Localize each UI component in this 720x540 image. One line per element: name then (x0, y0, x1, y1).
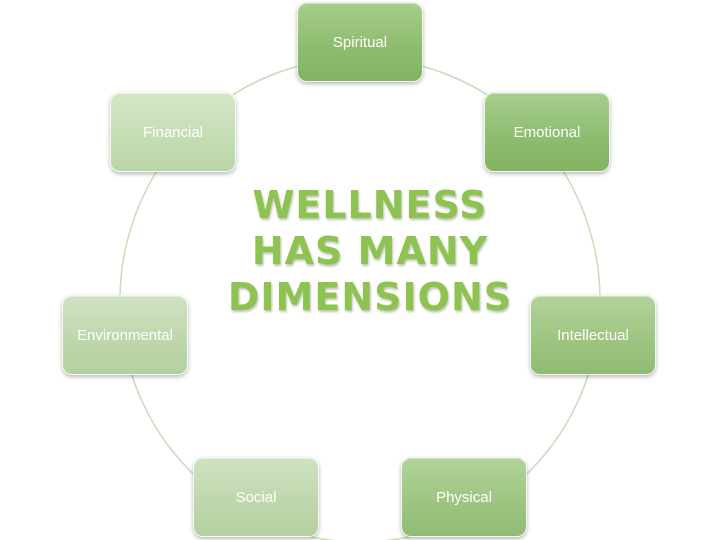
node-spiritual: Spiritual (297, 2, 423, 82)
node-emotional: Emotional (484, 92, 610, 172)
node-social: Social (193, 457, 319, 537)
title-line-1: WELLNESS (252, 183, 488, 227)
node-label: Social (235, 488, 277, 506)
node-label: Physical (436, 488, 492, 506)
title-line-3: DIMENSIONS (227, 275, 513, 319)
node-physical: Physical (401, 457, 527, 537)
node-financial: Financial (110, 92, 236, 172)
node-label: Emotional (513, 123, 581, 141)
title-line-2: HAS MANY (251, 229, 489, 273)
node-label: Intellectual (557, 326, 629, 344)
node-intellectual: Intellectual (530, 295, 656, 375)
node-label: Spiritual (332, 33, 388, 51)
node-environmental: Environmental (62, 295, 188, 375)
diagram-title: WELLNESS HAS MANY DIMENSIONS (200, 182, 540, 320)
node-label: Environmental (77, 326, 173, 344)
node-label: Financial (142, 123, 204, 141)
